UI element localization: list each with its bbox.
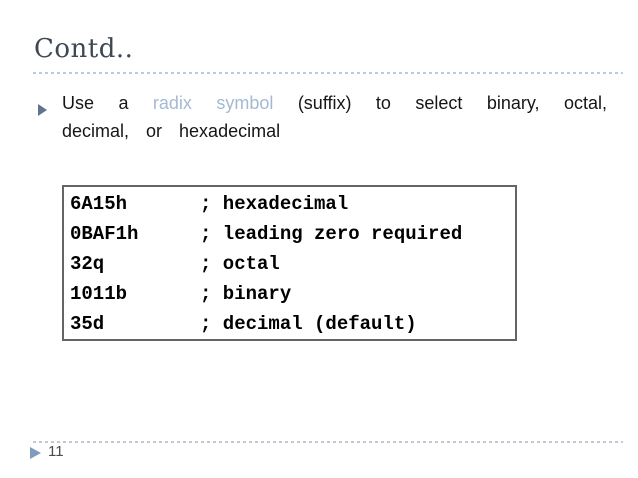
code-comment: ; decimal (default) (200, 313, 417, 335)
header-divider (33, 72, 623, 74)
code-comment: ; binary (200, 283, 292, 305)
bullet-text-post: (suffix) to select binary, octal, decima… (62, 93, 607, 141)
code-row: 0BAF1h ; leading zero required (70, 219, 515, 249)
code-value: 0BAF1h (70, 223, 139, 245)
bullet-text-pre: Use a (62, 93, 153, 113)
bullet-text-highlight: radix symbol (152, 93, 274, 113)
code-comment: ; leading zero required (200, 223, 463, 245)
code-value: 35d (70, 313, 105, 335)
bullet-triangle-icon (38, 104, 47, 116)
code-value: 1011b (70, 283, 128, 305)
footer-divider (33, 441, 623, 443)
page-title: Contd.. (34, 34, 134, 64)
code-row: 1011b ; binary (70, 279, 515, 309)
code-row: 32q ; octal (70, 249, 515, 279)
footer-triangle-icon (30, 447, 41, 459)
code-value: 32q (70, 253, 105, 275)
code-value: 6A15h (70, 193, 128, 215)
code-comment: ; octal (200, 253, 280, 275)
code-row: 35d ; decimal (default) (70, 309, 515, 339)
code-row: 6A15h ; hexadecimal (70, 189, 515, 219)
code-comment: ; hexadecimal (200, 193, 349, 215)
page-number: 11 (48, 443, 64, 460)
bullet-text: Use a radix symbol (suffix) to select bi… (62, 89, 607, 145)
code-box: 6A15h ; hexadecimal 0BAF1h ; leading zero … (62, 185, 517, 341)
